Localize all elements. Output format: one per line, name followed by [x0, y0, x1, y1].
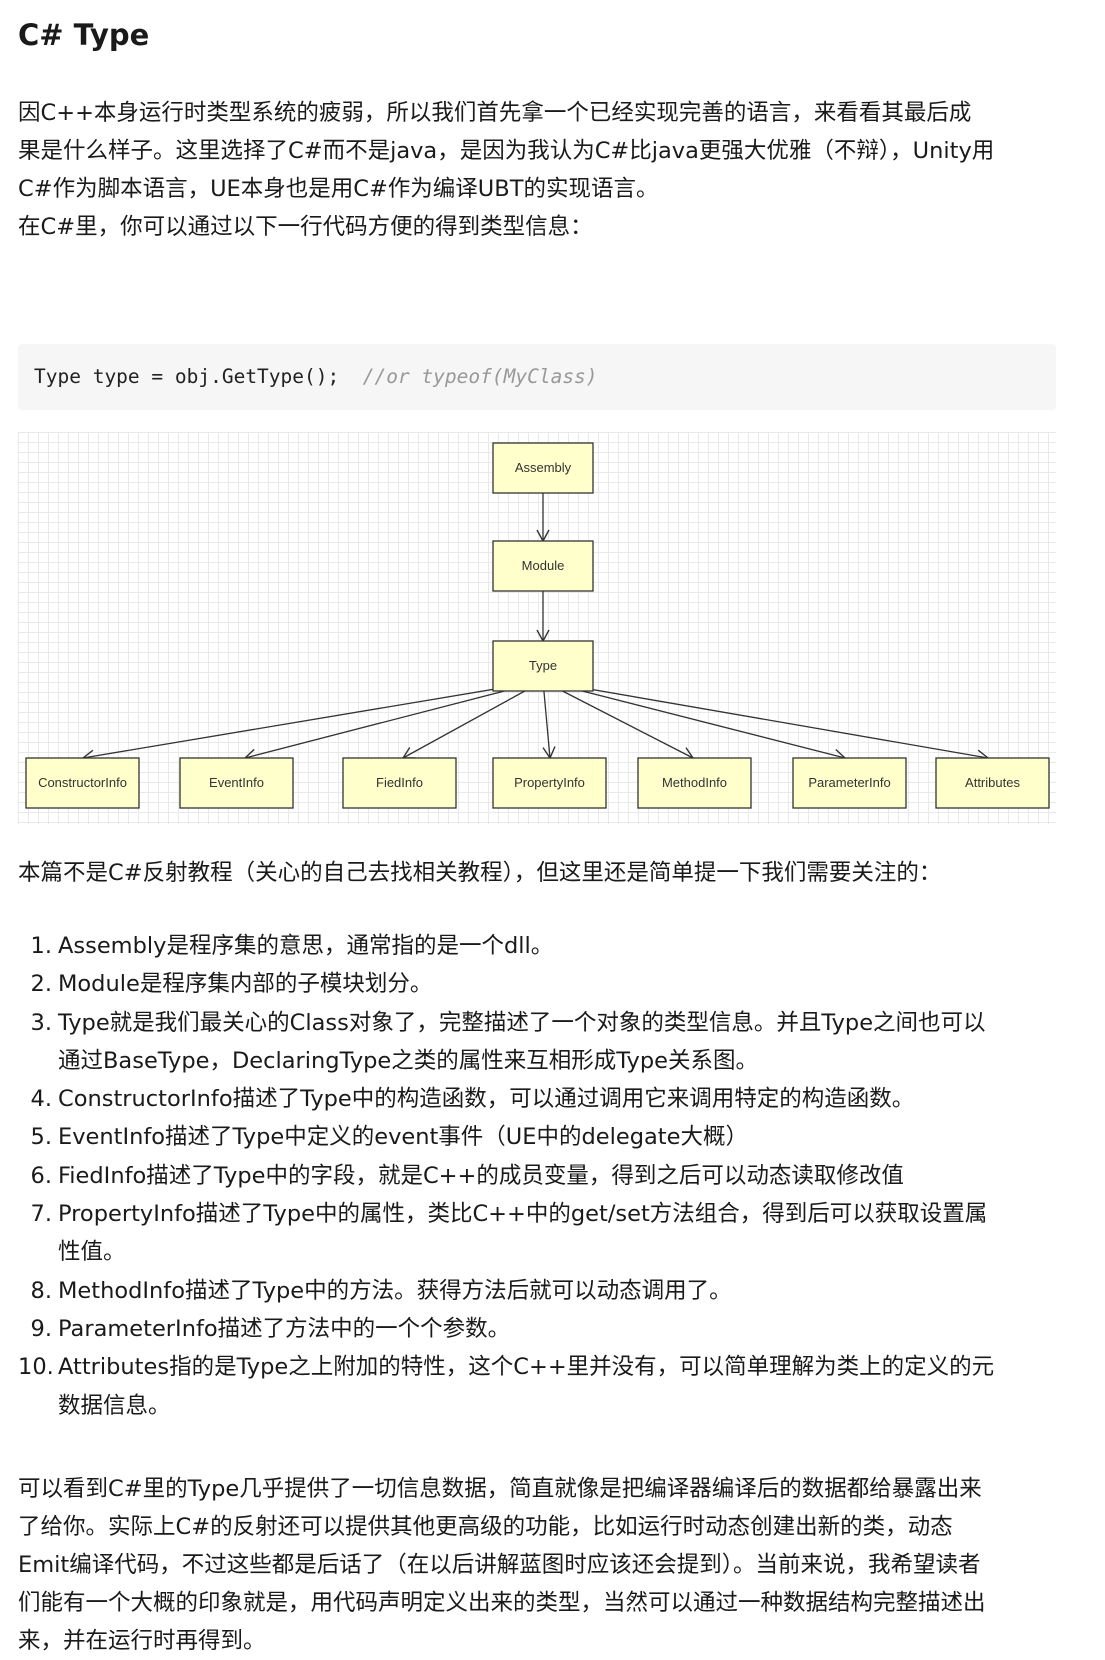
- list-item: 3.Type就是我们最关心的Class对象了，完整描述了一个对象的类型信息。并且…: [18, 1004, 1078, 1081]
- node-methodinfo-label: MethodInfo: [662, 775, 727, 790]
- list-text: Assembly是程序集的意思，通常指的是一个dll。: [58, 933, 554, 959]
- conclusion-line: 们能有一个大概的印象就是，用代码声明定义出来的类型，当然可以通过一种数据结构完整…: [18, 1590, 986, 1616]
- reflection-diagram: Assembly Module Type ConstructorInfo Eve…: [18, 432, 1056, 824]
- list-number: 5.: [30, 1124, 52, 1151]
- list-item: 2.Module是程序集内部的子模块划分。: [18, 965, 1078, 1003]
- list-number: 1.: [30, 933, 52, 959]
- list-text: MethodInfo描述了Type中的方法。获得方法后就可以动态调用了。: [58, 1277, 732, 1304]
- node-fiedinfo-label: FiedInfo: [376, 775, 423, 790]
- diagram-nodes: Assembly Module Type ConstructorInfo Eve…: [25, 442, 1050, 809]
- list-number: 6.: [30, 1162, 52, 1189]
- code-block: Type type = obj.GetType(); //or typeof(M…: [18, 344, 1056, 410]
- list-item: 1.Assembly是程序集的意思，通常指的是一个dll。: [18, 927, 1078, 965]
- list-number: 8.: [30, 1277, 52, 1304]
- node-constructorinfo-box: [25, 757, 140, 809]
- list-item: 8.MethodInfo描述了Type中的方法。获得方法后就可以动态调用了。: [18, 1272, 1078, 1310]
- list-text: Attributes指的是Type之上附加的特性，这个C++里并没有，可以简单理…: [58, 1354, 995, 1381]
- conclusion-paragraph: 可以看到C#里的Type几乎提供了一切信息数据，简直就像是把编译器编译后的数据都…: [18, 1470, 1058, 1660]
- list-item: 10.Attributes指的是Type之上附加的特性，这个C++里并没有，可以…: [18, 1348, 1078, 1425]
- list-text: ParameterInfo描述了方法中的一个个参数。: [58, 1315, 511, 1342]
- conclusion-line: Emit编译代码，不过这些都是后话了（在以后讲解蓝图时应该还会提到）。当前来说，…: [18, 1552, 981, 1578]
- diagram-edges: [81, 483, 990, 763]
- list-number: 3.: [30, 1009, 52, 1036]
- list-item: 5.EventInfo描述了Type中定义的event事件（UE中的delega…: [18, 1118, 1078, 1156]
- code-statement: Type type = obj.GetType();: [34, 365, 340, 388]
- list-number: 9.: [30, 1315, 52, 1342]
- list-item: 7.PropertyInfo描述了Type中的属性，类比C++中的get/set…: [18, 1195, 1078, 1272]
- list-text: ConstructorInfo描述了Type中的构造函数，可以通过调用它来调用特…: [58, 1086, 915, 1113]
- list-item: 4.ConstructorInfo描述了Type中的构造函数，可以通过调用它来调…: [18, 1080, 1078, 1118]
- list-number: 2.: [30, 971, 52, 998]
- edge-type-methodinfo: [542, 680, 695, 760]
- code-comment: //or typeof(MyClass): [362, 365, 598, 388]
- list-text: FiedInfo描述了Type中的字段，就是C++的成员变量，得到之后可以动态读…: [58, 1162, 904, 1189]
- node-eventinfo-label: EventInfo: [209, 775, 264, 790]
- list-number: 4.: [30, 1086, 52, 1113]
- node-propertyinfo-box: [492, 757, 607, 809]
- node-methodinfo-box: [637, 757, 752, 809]
- node-assembly-box: [492, 442, 594, 494]
- concept-list: 1.Assembly是程序集的意思，通常指的是一个dll。 2.Module是程…: [18, 927, 1078, 1425]
- node-parameterinfo-label: ParameterInfo: [808, 775, 890, 790]
- node-module-box: [492, 540, 594, 592]
- node-type-box: [492, 640, 594, 692]
- diagram-svg: Assembly Module Type ConstructorInfo Eve…: [25, 442, 1050, 809]
- node-assembly-label: Assembly: [515, 460, 572, 475]
- conclusion-line: 来，并在运行时再得到。: [18, 1628, 266, 1654]
- node-fiedinfo-box: [342, 757, 457, 809]
- node-module-label: Module: [522, 558, 565, 573]
- edge-type-parameterinfo: [542, 680, 847, 762]
- node-parameterinfo-box: [792, 757, 907, 809]
- list-text: Type就是我们最关心的Class对象了，完整描述了一个对象的类型信息。并且Ty…: [58, 1009, 986, 1036]
- node-attributes-box: [935, 757, 1050, 809]
- note-line: 本篇不是C#反射教程（关心的自己去找相关教程），但这里还是简单提一下我们需要关注…: [18, 860, 942, 886]
- section-heading: C# Type: [18, 18, 150, 52]
- node-type-label: Type: [529, 658, 557, 673]
- conclusion-line: 了给你。实际上C#的反射还可以提供其他更高级的功能，比如运行时动态创建出新的类，…: [18, 1514, 953, 1540]
- list-number: 7.: [30, 1201, 52, 1228]
- intro-line: C#作为脚本语言，UE本身也是用C#作为编译UBT的实现语言。: [18, 176, 659, 202]
- conclusion-line: 可以看到C#里的Type几乎提供了一切信息数据，简直就像是把编译器编译后的数据都…: [18, 1476, 982, 1502]
- edge-type-propertyinfo: [542, 680, 556, 760]
- edge-type-eventinfo: [243, 680, 544, 762]
- edge-type-attributes: [542, 680, 990, 763]
- list-text: PropertyInfo描述了Type中的属性，类比C++中的get/set方法…: [58, 1201, 988, 1228]
- node-attributes-label: Attributes: [965, 775, 1020, 790]
- list-text: Module是程序集内部的子模块划分。: [58, 971, 433, 998]
- list-text: 性值。: [58, 1239, 126, 1266]
- list-text: EventInfo描述了Type中定义的event事件（UE中的delegate…: [58, 1124, 748, 1151]
- list-item: 9.ParameterInfo描述了方法中的一个个参数。: [18, 1310, 1078, 1348]
- node-eventinfo-box: [179, 757, 294, 809]
- edge-type-fiedinfo: [401, 680, 544, 759]
- list-item: 6.FiedInfo描述了Type中的字段，就是C++的成员变量，得到之后可以动…: [18, 1157, 1078, 1195]
- node-constructorinfo-label: ConstructorInfo: [38, 775, 127, 790]
- list-text: 数据信息。: [58, 1392, 171, 1419]
- list-text: 通过BaseType，DeclaringType之类的属性来互相形成Type关系…: [58, 1047, 758, 1074]
- note-paragraph: 本篇不是C#反射教程（关心的自己去找相关教程），但这里还是简单提一下我们需要关注…: [18, 854, 1058, 892]
- list-number: 10.: [18, 1354, 54, 1381]
- node-propertyinfo-label: PropertyInfo: [514, 775, 585, 790]
- intro-paragraph: 因C++本身运行时类型系统的疲弱，所以我们首先拿一个已经实现完善的语言，来看看其…: [18, 94, 1058, 246]
- intro-line: 在C#里，你可以通过以下一行代码方便的得到类型信息：: [18, 214, 593, 240]
- intro-line: 果是什么样子。这里选择了C#而不是java，是因为我认为C#比java更强大优雅…: [18, 138, 995, 164]
- intro-line: 因C++本身运行时类型系统的疲弱，所以我们首先拿一个已经实现完善的语言，来看看其…: [18, 100, 972, 126]
- edge-type-constructorinfo: [81, 680, 544, 763]
